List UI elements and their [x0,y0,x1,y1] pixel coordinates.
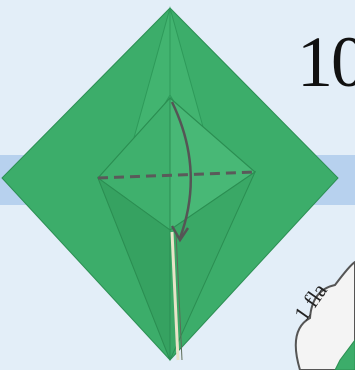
step-number: 10 [297,26,355,98]
